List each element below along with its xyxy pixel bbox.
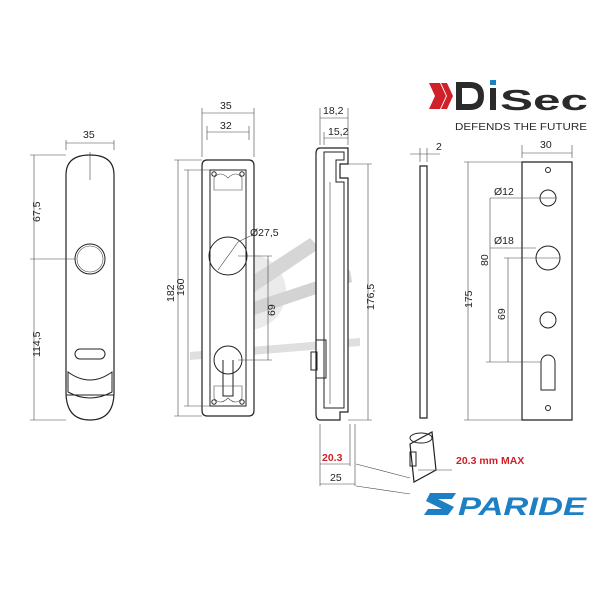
dim-hole-18: Ø18	[494, 235, 514, 247]
dim-width-template: 30	[540, 139, 552, 151]
dim-lower-front: 114,5	[31, 331, 43, 357]
cylinder-slot	[222, 360, 234, 397]
logo-red-chevron-2	[441, 83, 453, 109]
logo-sec: Sec	[500, 85, 588, 117]
dim-height-80: 80	[479, 254, 491, 266]
bottom-recess	[213, 385, 243, 403]
drilling-template-view: 30 Ø12 Ø18 175 80 69	[463, 139, 573, 421]
sparide-text: PARIDE	[458, 493, 588, 521]
front-handle-plate-view: 35 67,5 114,5	[30, 129, 115, 421]
sparide-watermark: PARIDE	[424, 493, 588, 521]
dim-cylinder-b: 25	[330, 472, 342, 484]
cylinder-sketch: 20.3 mm MAX	[355, 431, 524, 495]
back-plate-view: 35 32 182 160 Ø27,5 69	[165, 100, 279, 417]
dim-hole-12: Ø12	[494, 186, 514, 198]
dim-height-total-back: 182	[165, 284, 177, 302]
dim-knob-diameter: Ø27,5	[250, 227, 279, 239]
template-outline	[521, 161, 573, 421]
side-section-outline	[315, 147, 349, 421]
back-plate-inner	[209, 169, 247, 407]
dim-cylinder-max: 20.3 mm MAX	[456, 455, 524, 467]
dim-depth-inner: 15,2	[328, 126, 349, 138]
back-plate-outer	[201, 159, 255, 417]
dim-upper-front: 67,5	[31, 201, 43, 222]
front-plate-outline	[65, 154, 115, 421]
logo-tagline: DEFENDS THE FUTURE	[455, 122, 587, 133]
thin-plate-view: 2	[410, 141, 442, 419]
dim-depth-outer: 18,2	[323, 105, 344, 117]
dim-height-template: 175	[463, 290, 475, 308]
thumb-turn-base	[67, 371, 113, 399]
hole-small	[539, 311, 557, 329]
thin-plate-outline	[419, 165, 428, 419]
dim-spacing-back: 69	[266, 304, 278, 316]
dim-width-front: 35	[83, 129, 95, 141]
disec-logo: Sec DEFENDS THE FUTURE	[429, 80, 588, 133]
logo-i	[490, 88, 496, 110]
dim-height-inner-back: 160	[175, 278, 187, 296]
dim-cylinder-a: 20.3	[322, 452, 343, 464]
top-recess	[213, 173, 243, 191]
side-section-view: 18,2 15,2 176,5 20.3 25	[310, 105, 377, 486]
logo-d	[456, 82, 484, 110]
thumb-turn-slot	[74, 348, 106, 360]
logo-i-dot	[490, 80, 496, 85]
dim-plate-thickness: 2	[436, 141, 442, 153]
dim-width-outer-back: 35	[220, 100, 232, 112]
logo-red-chevron-1	[429, 83, 446, 109]
sparide-s-shape	[424, 493, 456, 515]
dim-spacing-template: 69	[496, 308, 508, 320]
cylinder-keyhole	[540, 354, 556, 391]
dim-width-inner-back: 32	[220, 120, 232, 132]
dim-height-side: 176,5	[365, 284, 377, 310]
side-rim-detail	[316, 339, 327, 379]
